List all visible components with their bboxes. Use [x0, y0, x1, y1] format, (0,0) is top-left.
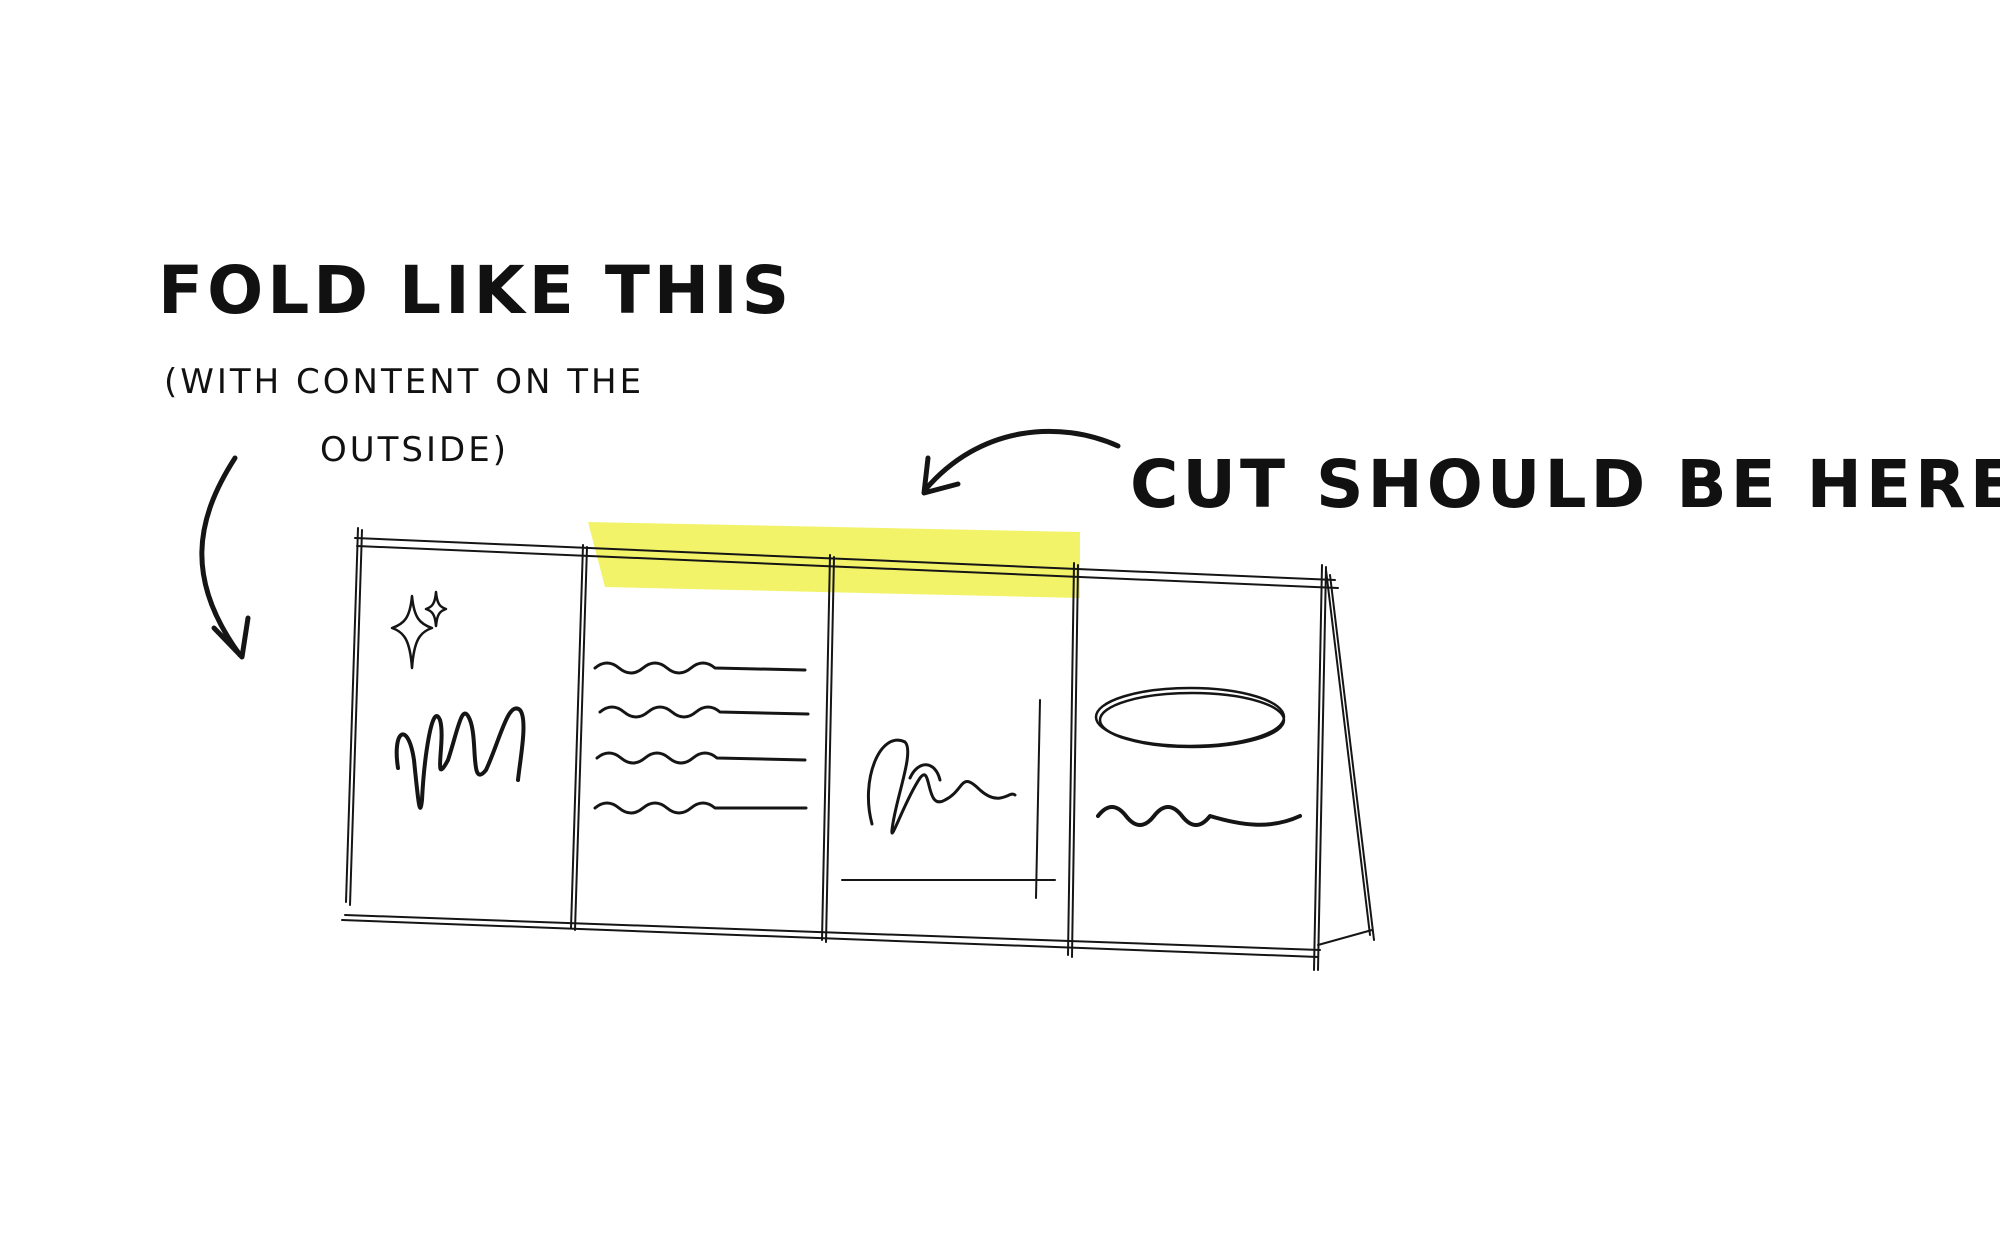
- panel4-ellipse: [1096, 688, 1284, 747]
- panel4-wavy-line: [1098, 807, 1300, 825]
- panel1-scribble: [397, 708, 524, 807]
- panel3-signature: [868, 740, 1015, 833]
- curved-arrow-down: [202, 458, 248, 657]
- panel2-text-lines: [595, 663, 808, 813]
- sparkle-icon: [392, 592, 446, 668]
- curved-arrow-left: [924, 431, 1118, 493]
- card-outline: [342, 528, 1374, 970]
